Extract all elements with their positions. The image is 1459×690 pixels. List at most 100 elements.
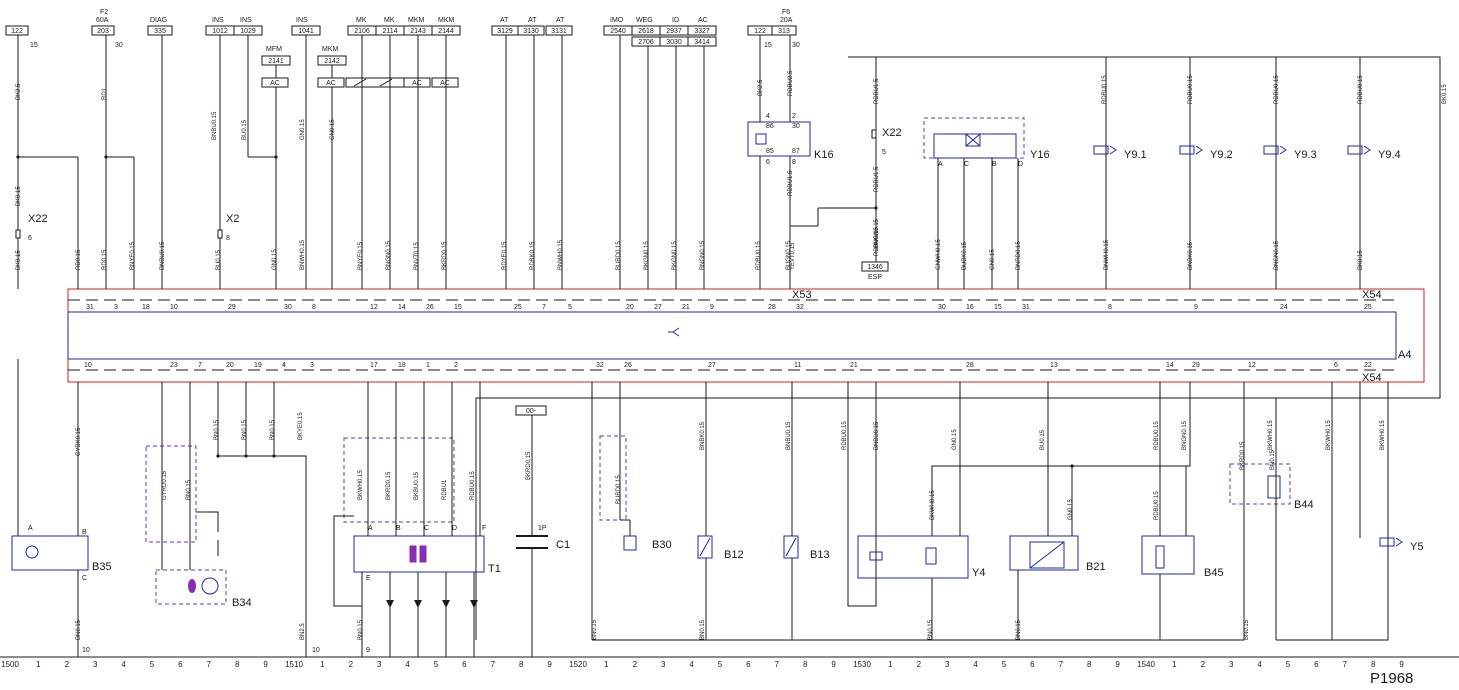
ac-box bbox=[317, 77, 345, 88]
ref-box-label: 3131 bbox=[551, 28, 567, 35]
ref-box-label: 122 bbox=[11, 28, 23, 35]
wire-label: BNWH0.15 bbox=[300, 239, 306, 270]
connector-top-pin: 15 bbox=[994, 304, 1002, 311]
ref-box-label: 2143 bbox=[410, 28, 426, 35]
connector-bottom-pin: 7 bbox=[198, 362, 202, 369]
connector-top-pin: 15 bbox=[454, 304, 462, 311]
wire-label: BK0.15 bbox=[1442, 84, 1448, 104]
pin: A bbox=[368, 525, 373, 532]
wire-label: RDBU0.15 bbox=[1274, 75, 1280, 104]
function-label: WEG bbox=[636, 17, 653, 24]
ac-label: AC bbox=[270, 80, 280, 87]
mk-box bbox=[345, 77, 405, 88]
pin: 5 bbox=[882, 149, 886, 156]
wire-label: RDBU1.5 bbox=[874, 166, 880, 192]
ref-box-label: 2144 bbox=[438, 28, 454, 35]
ruler-label: 4 bbox=[689, 660, 694, 669]
ruler-label: 6 bbox=[1030, 660, 1035, 669]
ruler-label: 9 bbox=[547, 660, 552, 669]
pin: C bbox=[964, 161, 969, 168]
wire-label: RDBU0.15 bbox=[1188, 75, 1194, 104]
pin: 6 bbox=[766, 159, 770, 166]
wire-label: RDYE0.15 bbox=[502, 241, 508, 270]
wire-label: RDBU0.15 bbox=[874, 227, 880, 256]
ref-box-label: 3130 bbox=[523, 28, 539, 35]
ref-box-label: 1346 bbox=[867, 264, 883, 271]
wire bbox=[353, 78, 367, 87]
pin: F bbox=[482, 525, 486, 532]
x54-bottom-label: X54 bbox=[1362, 372, 1382, 384]
control-unit-a4 bbox=[67, 311, 1397, 360]
b35-symbol bbox=[25, 545, 39, 559]
connector-top-pin: 9 bbox=[710, 304, 714, 311]
connector-top-pin: 20 bbox=[626, 304, 634, 311]
injector-label: Y9.2 bbox=[1210, 149, 1233, 161]
connector-bottom-pin: 2 bbox=[454, 362, 458, 369]
t1-label: T1 bbox=[488, 563, 501, 575]
wire bbox=[1029, 541, 1065, 569]
ac-box bbox=[431, 77, 459, 88]
ruler-label: 2 bbox=[633, 660, 638, 669]
ruler-label: 3 bbox=[661, 660, 666, 669]
ref-box bbox=[771, 25, 797, 36]
pin: 4 bbox=[766, 113, 770, 120]
connector-bottom-pin: 32 bbox=[596, 362, 604, 369]
ground-terminal: 9 bbox=[366, 647, 370, 654]
ruler-label: 8 bbox=[235, 660, 240, 669]
connector-top-pin: 21 bbox=[682, 304, 690, 311]
wire-label: BU0.15 bbox=[1040, 429, 1046, 450]
ruler-label: 9 bbox=[263, 660, 268, 669]
connector-bottom-pin: 23 bbox=[170, 362, 178, 369]
connector-top-pin: 25 bbox=[514, 304, 522, 311]
ruler-label: 1540 bbox=[1137, 660, 1155, 669]
function-label: ID bbox=[672, 17, 679, 24]
connector-top-pin: 10 bbox=[170, 304, 178, 311]
ref-box-label: 313 bbox=[778, 28, 790, 35]
wire-label: RDBU1 bbox=[442, 479, 448, 500]
y5-label: Y5 bbox=[1410, 541, 1423, 553]
wire-label: BKRD0.15 bbox=[526, 451, 532, 480]
pin: 2 bbox=[792, 113, 796, 120]
function-label: INS bbox=[296, 17, 308, 24]
pin: B bbox=[992, 161, 997, 168]
b44-element bbox=[1267, 475, 1281, 499]
sensor-b21 bbox=[1009, 535, 1079, 571]
wire bbox=[475, 56, 1441, 640]
ruler-label: 1530 bbox=[853, 660, 871, 669]
ref-box bbox=[91, 25, 115, 36]
wire-label: BNGN0.15 bbox=[1274, 240, 1280, 270]
connector-top-pin: 25 bbox=[1364, 304, 1372, 311]
pin: C bbox=[424, 525, 429, 532]
connector-bottom-pin: 11 bbox=[794, 362, 801, 369]
ref-box-label: 2937 bbox=[666, 28, 682, 35]
ruler-label: 6 bbox=[746, 660, 751, 669]
ref-box-label: 3327 bbox=[694, 28, 710, 35]
function-label: MFM bbox=[266, 46, 282, 53]
wire bbox=[847, 382, 877, 607]
ref-box-label: 122 bbox=[754, 28, 766, 35]
x53-label: X53 bbox=[792, 289, 812, 301]
wire-label: BK0.15 bbox=[16, 186, 22, 206]
ruler-label: 3 bbox=[377, 660, 382, 669]
connector-bottom-pin: 10 bbox=[84, 362, 92, 369]
sensor-b35 bbox=[11, 535, 89, 571]
wire-label: BKRD0.15 bbox=[442, 241, 448, 270]
connector-top-pin: 12 bbox=[370, 304, 378, 311]
wire-label: BN0.15 bbox=[186, 479, 192, 500]
connector-bottom-pin: 18 bbox=[398, 362, 406, 369]
wire-label: BN0.15 bbox=[1016, 619, 1022, 640]
ruler-label: 2 bbox=[349, 660, 354, 669]
connector-bottom-pin: 20 bbox=[226, 362, 234, 369]
wire-label: RDBU0.15 bbox=[1102, 75, 1108, 104]
ruler-label: 1510 bbox=[285, 660, 303, 669]
wire-label: BNYE0.15 bbox=[358, 241, 364, 270]
injector-arrow bbox=[1363, 145, 1371, 155]
wire-label: BK2.5 bbox=[16, 83, 22, 100]
connector-frame-a4 bbox=[67, 288, 1425, 383]
wire-label: RD1 bbox=[102, 87, 108, 100]
function-label: MK bbox=[356, 17, 367, 24]
ruler-label: 1 bbox=[888, 660, 893, 669]
ref-box-label: 203 bbox=[97, 28, 109, 35]
b30-shield bbox=[599, 435, 627, 521]
ref-box bbox=[687, 25, 717, 36]
